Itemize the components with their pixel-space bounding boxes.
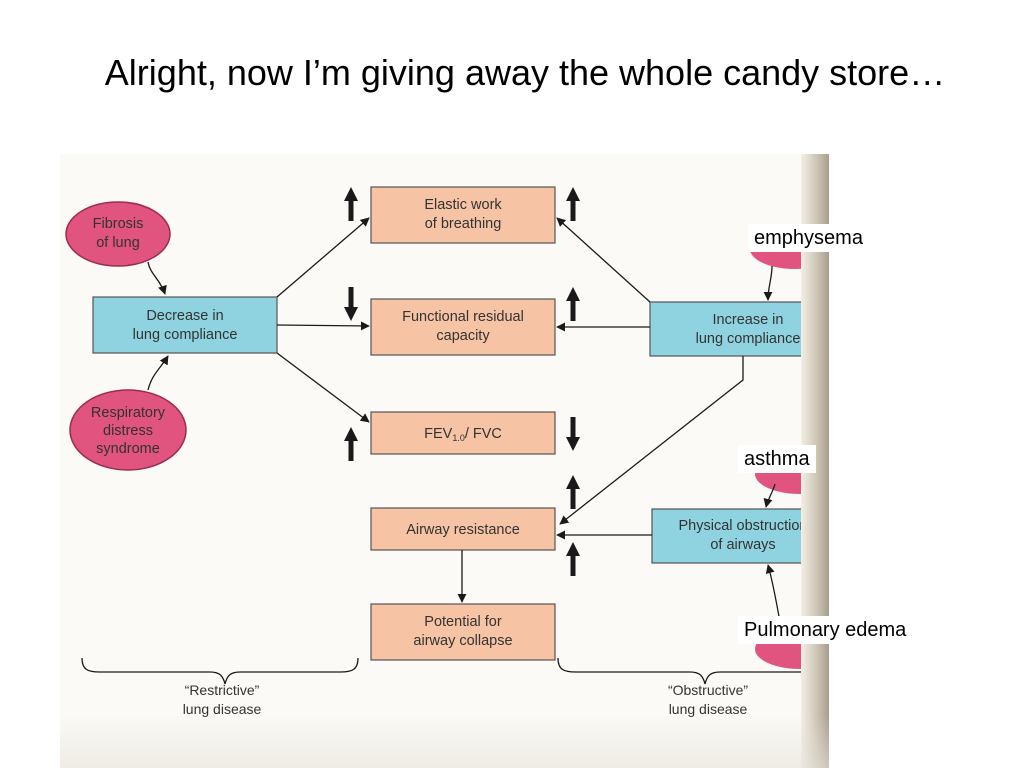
label-emphysema: emphysema	[748, 224, 869, 252]
diagram-photo: Fibrosis of lung Respiratory distress sy…	[60, 154, 829, 768]
node-collapse-line2: airway collapse	[413, 633, 512, 649]
obstructive-up-arrow-icon	[566, 187, 580, 221]
node-increase-line2: lung compliance	[696, 331, 801, 347]
node-elastic-line2: of breathing	[425, 216, 502, 232]
brace-restrictive-line1: “Restrictive”	[185, 682, 260, 698]
restrictive-down-arrow-icon	[344, 287, 358, 321]
direction-arrows	[344, 187, 580, 576]
obstructive-up-arrow-icon	[566, 287, 580, 321]
cause-fibrosis-line1: Fibrosis	[93, 216, 144, 232]
brace-restrictive	[81, 657, 359, 685]
node-decrease-line2: lung compliance	[133, 327, 238, 343]
cause-rds-line2: distress	[103, 423, 153, 439]
node-potential-airway-collapse: Potential for airway collapse	[370, 603, 556, 661]
node-frc-line2: capacity	[436, 328, 490, 344]
connector-decrease-to-fev	[276, 352, 370, 423]
obstructive-up-arrow-icon	[566, 475, 580, 509]
node-airway-resistance: Airway resistance	[370, 507, 556, 551]
node-increase-line1: Increase in	[713, 312, 784, 328]
node-airway-resistance-label: Airway resistance	[406, 522, 520, 538]
connector-decrease-to-elastic	[276, 217, 370, 298]
brace-obstructive-line2: lung disease	[669, 701, 748, 717]
connector-rds-to-decrease	[147, 355, 169, 391]
node-increase-lung-compliance: Increase in lung compliance	[649, 301, 829, 357]
connectors	[147, 217, 781, 623]
node-fev-prefix: FEV	[424, 426, 453, 442]
node-collapse-line1: Potential for	[424, 614, 502, 630]
connector-emphysema-to-increase	[763, 265, 773, 301]
label-asthma: asthma	[738, 445, 816, 473]
brace-restrictive-line2: lung disease	[183, 701, 262, 717]
node-obstruction-line2: of airways	[710, 537, 775, 553]
connector-increase-to-airway	[559, 356, 744, 525]
cause-fibrosis-line2: of lung	[96, 235, 140, 251]
obstructive-up-arrow-icon	[566, 542, 580, 576]
connector-increase-to-elastic	[556, 217, 651, 303]
connector-edema-to-obstruction	[765, 564, 781, 623]
lung-disease-diagram: Fibrosis of lung Respiratory distress sy…	[65, 186, 829, 717]
restrictive-up-arrow-icon	[344, 427, 358, 461]
node-functional-residual-capacity: Functional residual capacity	[370, 298, 556, 356]
node-obstruction-line1: Physical obstruction	[679, 518, 808, 534]
svg-text:FEV1.0/ FVC: FEV1.0/ FVC	[424, 426, 502, 443]
restrictive-up-arrow-icon	[344, 187, 358, 221]
node-frc-line1: Functional residual	[402, 309, 524, 325]
node-fev-subscript: 1.0	[452, 433, 465, 443]
cause-rds-line3: syndrome	[96, 441, 160, 457]
node-elastic-work-of-breathing: Elastic work of breathing	[370, 186, 556, 244]
node-physical-obstruction: Physical obstruction of airways	[651, 508, 829, 564]
cause-respiratory-distress-syndrome: Respiratory distress syndrome	[69, 389, 187, 471]
connector-fibrosis-to-decrease	[147, 261, 167, 295]
obstructive-down-arrow-icon	[566, 417, 580, 451]
brace-obstructive-line1: “Obstructive”	[668, 682, 748, 698]
photo-bottom-shadow	[60, 714, 829, 768]
connector-asthma-to-obstruction	[763, 483, 776, 508]
slide-title: Alright, now I’m giving away the whole c…	[104, 52, 946, 93]
node-elastic-line1: Elastic work	[424, 197, 502, 213]
cause-rds-line1: Respiratory	[91, 405, 166, 421]
node-decrease-lung-compliance: Decrease in lung compliance	[92, 296, 278, 354]
label-pulmonary-edema: Pulmonary edema	[738, 616, 913, 644]
node-fev-suffix: / FVC	[465, 426, 502, 442]
node-fev-fvc: FEV1.0/ FVC	[370, 411, 556, 455]
node-decrease-line1: Decrease in	[146, 308, 223, 324]
connector-decrease-to-frc	[276, 321, 370, 331]
cause-fibrosis-of-lung: Fibrosis of lung	[65, 201, 171, 267]
